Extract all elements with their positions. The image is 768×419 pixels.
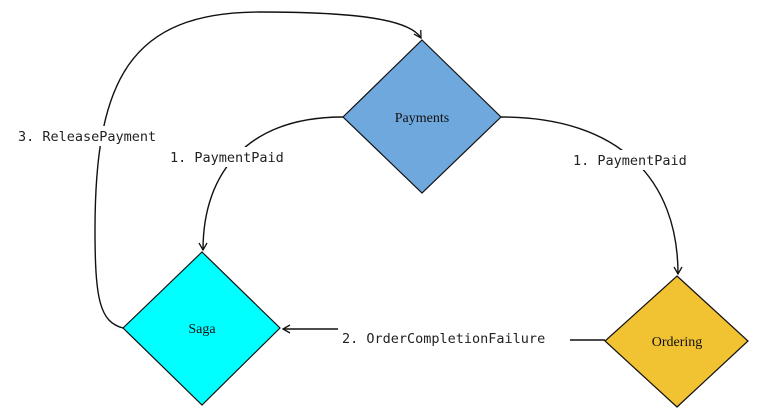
edge-payments-to-ordering: [500, 116, 683, 276]
edge-label-payment-paid-ordering: 1. PaymentPaid: [573, 153, 687, 169]
paid-right-label-bg: [569, 150, 703, 170]
node-saga[interactable]: Saga: [122, 251, 281, 406]
edge-saga-to-payments: [94, 11, 422, 329]
release-label-bg: [14, 126, 174, 146]
node-ordering[interactable]: Ordering: [604, 275, 749, 408]
paid-left-label-bg: [166, 147, 298, 167]
ordering-label: Ordering: [652, 335, 703, 350]
edge-label-release-payment: 3. ReleasePayment: [18, 129, 156, 145]
edge-payments-to-saga: [198, 116, 344, 252]
node-payments[interactable]: Payments: [342, 39, 502, 194]
saga-diamond: [122, 251, 281, 406]
payments-label: Payments: [395, 111, 449, 126]
payments-diamond: [342, 39, 502, 194]
saga-label: Saga: [188, 322, 216, 337]
ordering-diamond: [604, 275, 749, 408]
edge-label-payment-paid-saga: 1. PaymentPaid: [170, 150, 284, 166]
edge-label-order-completion-failure: 2. OrderCompletionFailure: [342, 331, 545, 347]
